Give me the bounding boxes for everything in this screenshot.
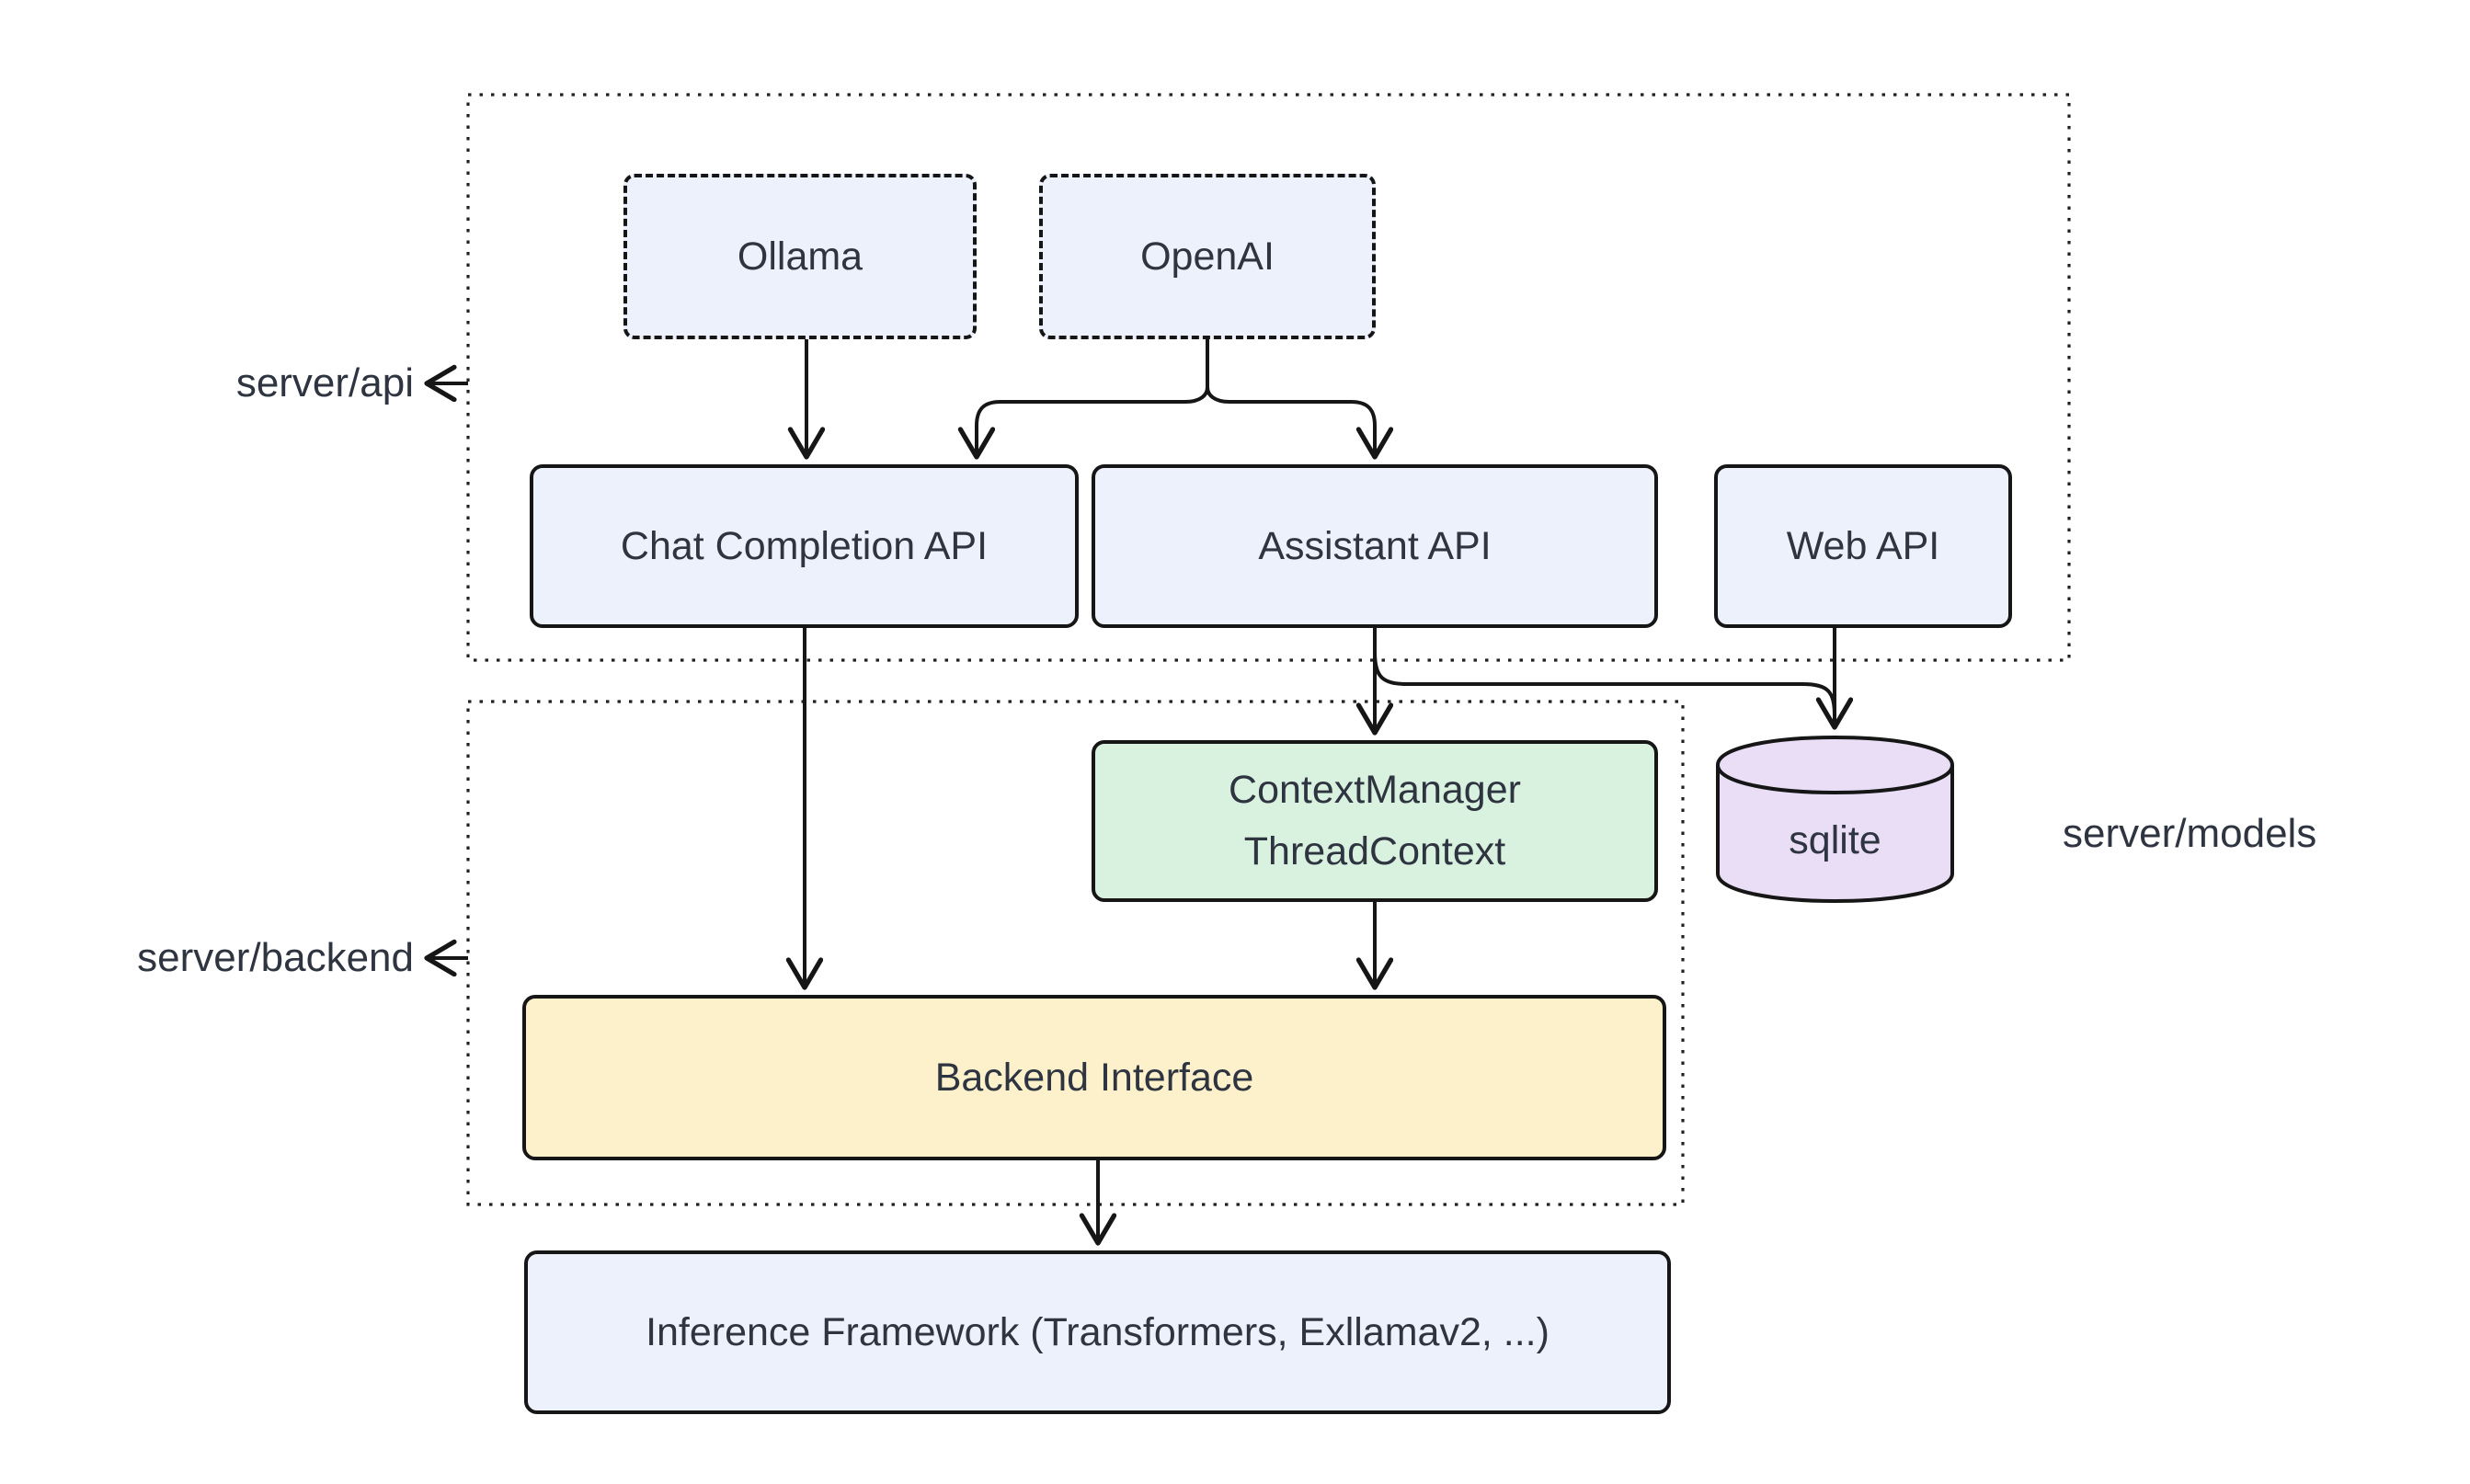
node-web-api: Web API [1714, 464, 2012, 628]
node-inference-framework-label: Inference Framework (Transformers, Exlla… [646, 1309, 1549, 1354]
sqlite-cylinder [1716, 736, 1954, 903]
node-chat-completion-api-label: Chat Completion API [620, 523, 989, 568]
node-ollama: Ollama [623, 174, 977, 339]
sqlite-cylinder-rim [1716, 764, 1954, 794]
node-openai-label: OpenAI [1140, 234, 1275, 279]
node-context-manager: ContextManager ThreadContext [1092, 740, 1658, 902]
server-models-label: server/models [2063, 811, 2317, 856]
node-backend-interface: Backend Interface [522, 995, 1666, 1160]
node-chat-completion-api: Chat Completion API [530, 464, 1079, 628]
edge-assistant-to-sqlite-branch [1373, 651, 1836, 717]
context-manager-line1: ContextManager [1229, 768, 1521, 813]
server-backend-label: server/backend [137, 935, 414, 980]
node-assistant-api: Assistant API [1092, 464, 1658, 628]
node-sqlite-label: sqlite [1789, 817, 1881, 862]
context-manager-line2: ThreadContext [1243, 829, 1506, 873]
node-ollama-label: Ollama [737, 234, 863, 279]
node-context-manager-label: ContextManager ThreadContext [1229, 759, 1521, 882]
sqlite-cylinder-body [1716, 736, 1954, 903]
node-inference-framework: Inference Framework (Transformers, Exlla… [524, 1250, 1671, 1414]
node-backend-interface-label: Backend Interface [934, 1055, 1254, 1100]
server-api-label: server/api [235, 360, 414, 405]
node-assistant-api-label: Assistant API [1258, 523, 1492, 568]
node-web-api-label: Web API [1786, 523, 1940, 568]
edge-openai-to-assistant [1206, 386, 1375, 457]
server-backend-container [466, 700, 1685, 1206]
node-openai: OpenAI [1039, 174, 1376, 339]
server-api-container [466, 93, 2071, 662]
edge-openai-to-chat-completion [977, 386, 1209, 457]
